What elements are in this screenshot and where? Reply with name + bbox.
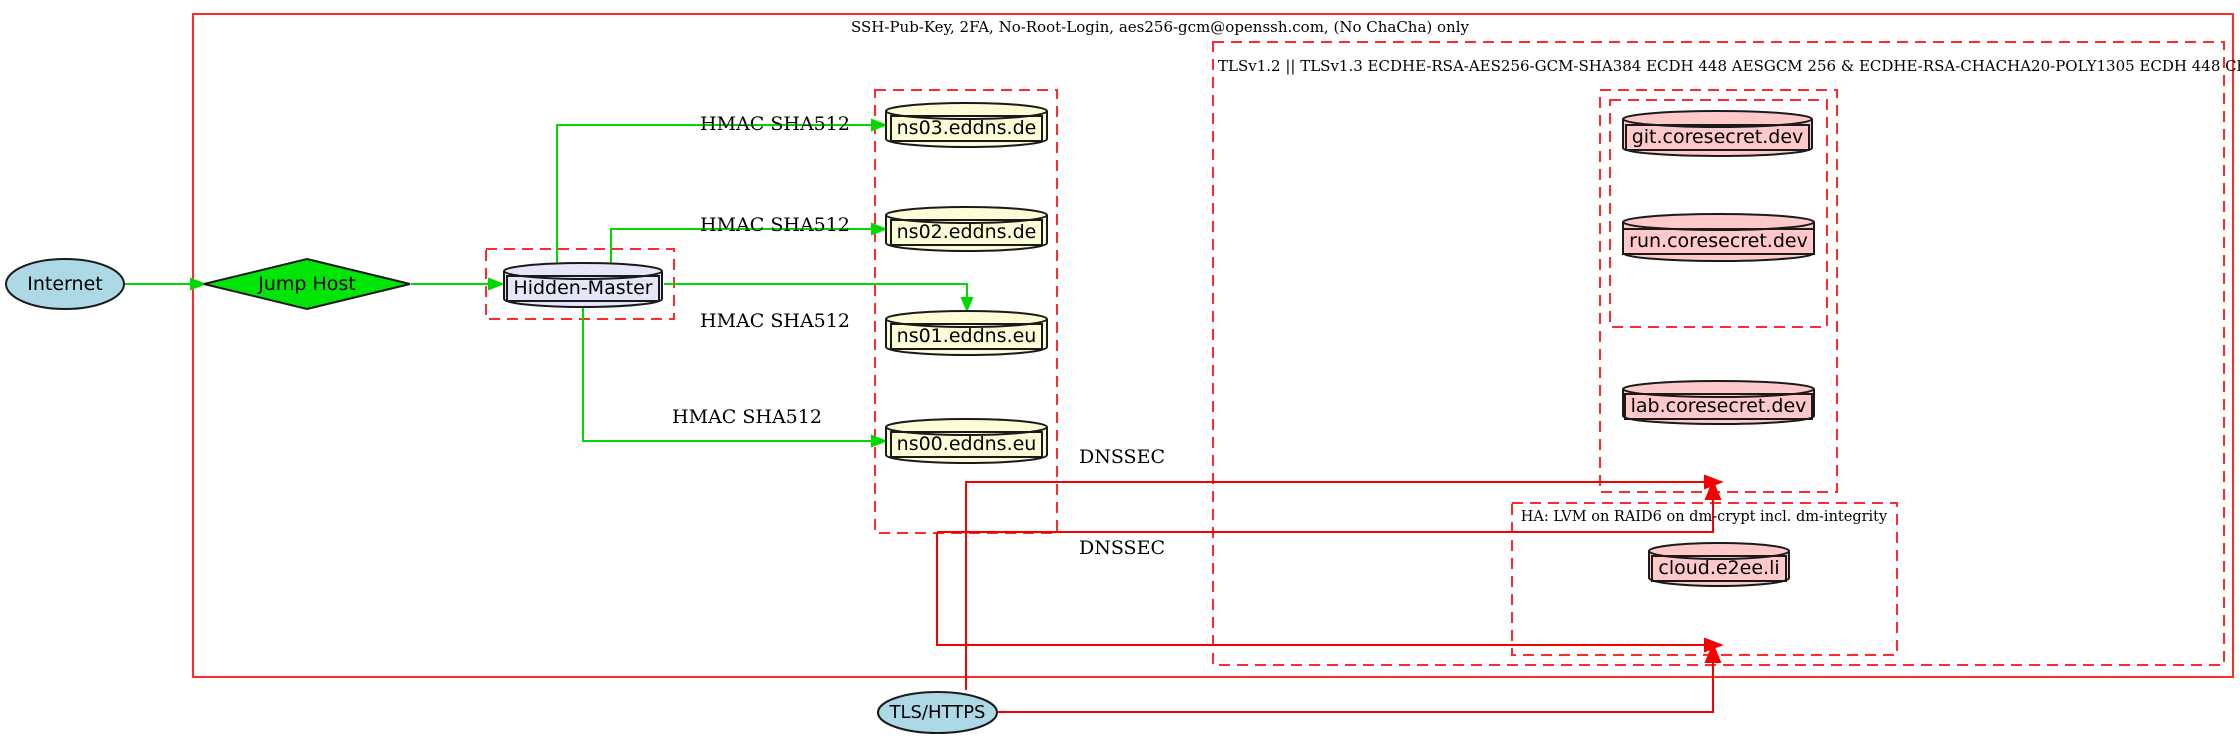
- edge-label-hmac-ns03: HMAC SHA512: [700, 113, 850, 135]
- arrowhead-into-coresecret: [1704, 474, 1724, 500]
- edge-label-hmac-ns02: HMAC SHA512: [700, 214, 850, 236]
- node-git-label: git.coresecret.dev: [1624, 123, 1811, 151]
- node-ns00: ns00.eddns.eu: [885, 418, 1048, 464]
- edge-jumphost-to-hiddenmaster: [411, 277, 505, 291]
- cylinder-shape: [1622, 110, 1813, 157]
- edge-label-dnssec-1: DNSSEC: [1079, 446, 1165, 468]
- cylinder-shape: [1622, 213, 1815, 262]
- node-ns03-label: ns03.eddns.de: [889, 115, 1044, 142]
- node-git-coresecret: git.coresecret.dev: [1622, 110, 1813, 157]
- node-run-coresecret: run.coresecret.dev: [1622, 213, 1815, 262]
- node-ns01: ns01.eddns.eu: [885, 310, 1048, 356]
- node-ns02: ns02.eddns.de: [885, 206, 1048, 252]
- cluster-ssh-border: [192, 13, 2234, 678]
- edge-tlshttps-to-coresecret: [965, 481, 1704, 690]
- edge-hiddenmaster-to-ns02: [610, 222, 888, 263]
- node-hidden-master: Hidden-Master: [503, 262, 663, 308]
- node-cloud-label: cloud.e2ee.li: [1651, 554, 1787, 582]
- cluster-dns-border: [874, 89, 1058, 534]
- ellipse-shape: [877, 691, 998, 734]
- cluster-coresecret-border: [1599, 89, 1838, 493]
- edge-tlshttps-to-ha: [998, 661, 1714, 713]
- edge-dns-to-ha: [936, 532, 1704, 646]
- node-ns00-label: ns00.eddns.eu: [889, 431, 1044, 458]
- cluster-tls-label: TLSv1.2 || TLSv1.3 ECDHE-RSA-AES256-GCM-…: [1218, 57, 2240, 75]
- node-hidden-master-label: Hidden-Master: [506, 275, 660, 302]
- node-cloud-e2ee: cloud.e2ee.li: [1648, 542, 1790, 587]
- node-lab-label: lab.coresecret.dev: [1623, 392, 1814, 420]
- cluster-ssh-label: SSH-Pub-Key, 2FA, No-Root-Login, aes256-…: [851, 18, 1469, 36]
- node-lab-coresecret: lab.coresecret.dev: [1622, 380, 1815, 425]
- node-ns01-label: ns01.eddns.eu: [889, 323, 1044, 350]
- cluster-ha-border: [1511, 502, 1898, 656]
- node-ns02-label: ns02.eddns.de: [889, 219, 1044, 246]
- cylinder-shape: [885, 310, 1048, 356]
- ellipse-shape: [5, 258, 125, 310]
- node-run-label: run.coresecret.dev: [1622, 227, 1815, 255]
- diamond-shape: [203, 258, 411, 310]
- node-ns03: ns03.eddns.de: [885, 102, 1048, 148]
- arrowhead-into-ha: [1704, 637, 1724, 663]
- edge-internet-to-jumphost: [125, 277, 207, 291]
- edge-label-hmac-ns01: HMAC SHA512: [700, 310, 850, 332]
- edge-hiddenmaster-to-ns01: [664, 283, 974, 313]
- node-tls-https-label: TLS/HTTPS: [889, 702, 986, 723]
- node-jump-host: Jump Host: [203, 258, 411, 310]
- node-internet-label: Internet: [27, 273, 103, 295]
- edge-label-hmac-ns00: HMAC SHA512: [672, 406, 822, 428]
- node-jump-host-label: Jump Host: [258, 273, 356, 295]
- node-tls-https: TLS/HTTPS: [877, 691, 998, 734]
- edge-label-dnssec-2: DNSSEC: [1079, 537, 1165, 559]
- cluster-ha-label: HA: LVM on RAID6 on dm-crypt incl. dm-in…: [1520, 509, 1888, 525]
- cluster-coresecret-inner-border: [1609, 99, 1828, 328]
- edge-hiddenmaster-to-ns03: [556, 118, 888, 263]
- node-internet: Internet: [5, 258, 125, 310]
- cluster-tls-border: [1212, 41, 2225, 666]
- edge-dns-to-coresecret: [937, 498, 1714, 533]
- edge-hiddenmaster-to-ns00: [582, 307, 888, 448]
